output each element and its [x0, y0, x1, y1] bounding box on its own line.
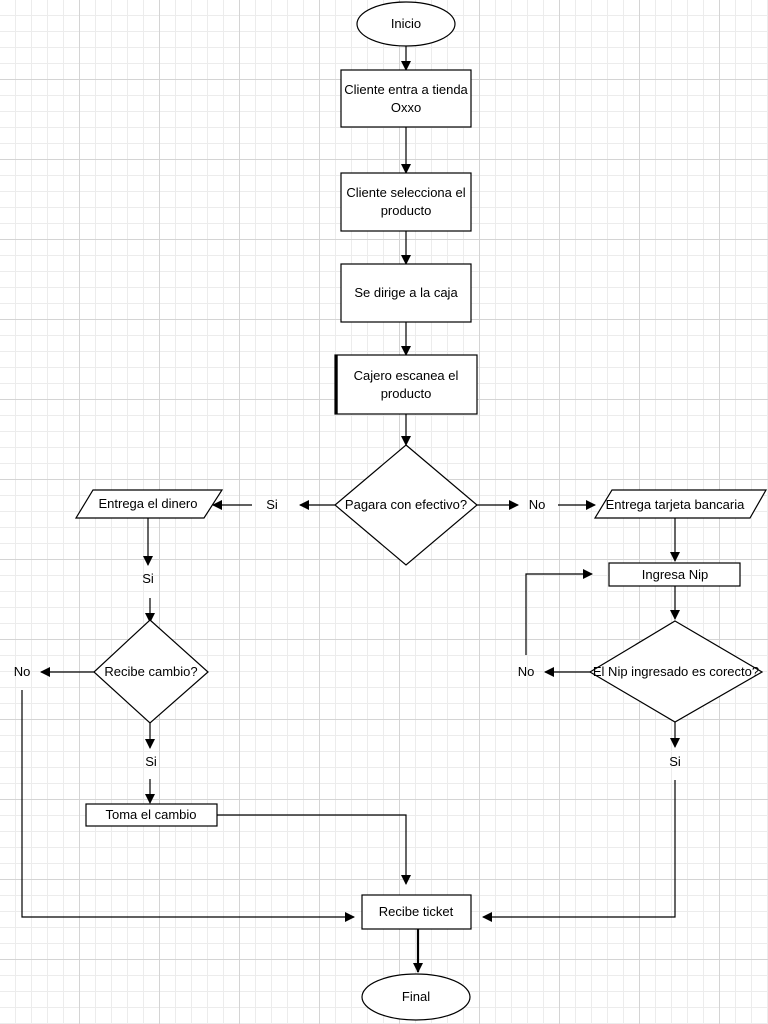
node-entrega-tarjeta[interactable]: Entrega tarjeta bancaria — [593, 489, 768, 519]
node-recibe-cambio-decision[interactable]: Recibe cambio? — [93, 619, 209, 724]
cambio-si-label: Si — [145, 754, 157, 769]
pagara-label: Pagara con efectivo? — [345, 497, 467, 512]
toma-cambio-label: Toma el cambio — [105, 807, 196, 822]
nip-no-label: No — [518, 664, 535, 679]
edge-labels: Si No Si No Si No Si — [14, 497, 681, 769]
io-parallelogram — [74, 489, 224, 519]
process-box — [340, 172, 472, 232]
node-toma-cambio[interactable]: Toma el cambio — [85, 803, 218, 827]
recibe-ticket-label: Recibe ticket — [379, 904, 454, 919]
node-cajero-escanea[interactable]: Cajero escanea el producto — [334, 354, 478, 415]
node-cliente-selecciona[interactable]: Cliente selecciona el producto — [340, 172, 472, 232]
terminal-shape — [361, 973, 471, 1021]
edge-no-to-recibe-ticket — [21, 690, 355, 922]
decision-diamond — [588, 620, 764, 723]
entrega-dinero-label: Entrega el dinero — [98, 496, 197, 511]
selecciona-label-line2: producto — [381, 203, 432, 218]
pagara-si-label: Si — [266, 497, 278, 512]
terminal-shape — [356, 1, 456, 47]
pagara-no-label: No — [529, 497, 546, 512]
ingresa-nip-label: Ingresa Nip — [642, 567, 708, 582]
edge-toma-cambio-to-recibe-ticket — [217, 814, 411, 885]
io-parallelogram — [593, 489, 768, 519]
node-cliente-entra[interactable]: Cliente entra a tienda Oxxo — [340, 69, 472, 128]
process-box — [608, 562, 741, 587]
cliente-entra-label-line2: Oxxo — [391, 100, 421, 115]
node-recibe-ticket[interactable]: Recibe ticket — [361, 894, 472, 930]
decision-diamond — [334, 444, 478, 566]
entrega-tarjeta-label: Entrega tarjeta bancaria — [606, 497, 746, 512]
node-inicio[interactable]: Inicio — [356, 1, 456, 47]
node-nip-correcto-decision[interactable]: El Nip ingresado es corecto? — [588, 620, 764, 723]
process-box — [334, 354, 478, 415]
node-final[interactable]: Final — [361, 973, 471, 1021]
escanea-label-line1: Cajero escanea el — [354, 368, 459, 383]
dinero-si-label: Si — [142, 571, 154, 586]
escanea-label-line2: producto — [381, 386, 432, 401]
process-box — [340, 69, 472, 128]
nip-correcto-label: El Nip ingresado es corecto? — [593, 664, 759, 679]
process-box — [85, 803, 218, 827]
node-se-dirige-caja[interactable]: Se dirige a la caja — [340, 263, 472, 323]
node-entrega-dinero[interactable]: Entrega el dinero — [74, 489, 224, 519]
selecciona-label-line1: Cliente selecciona el — [346, 185, 465, 200]
cambio-no-label: No — [14, 664, 31, 679]
recibe-cambio-label: Recibe cambio? — [104, 664, 197, 679]
edge-no-to-ingresa-nip — [525, 569, 593, 655]
inicio-label: Inicio — [391, 16, 421, 31]
node-pagara-decision[interactable]: Pagara con efectivo? — [334, 444, 478, 566]
decision-diamond — [93, 619, 209, 724]
node-ingresa-nip[interactable]: Ingresa Nip — [608, 562, 741, 587]
connectors — [21, 46, 680, 973]
edge-si-to-recibe-ticket — [482, 780, 676, 922]
caja-label: Se dirige a la caja — [354, 285, 458, 300]
process-box — [340, 263, 472, 323]
nip-si-label: Si — [669, 754, 681, 769]
final-label: Final — [402, 989, 430, 1004]
cliente-entra-label-line1: Cliente entra a tienda — [344, 82, 468, 97]
process-box — [361, 894, 472, 930]
